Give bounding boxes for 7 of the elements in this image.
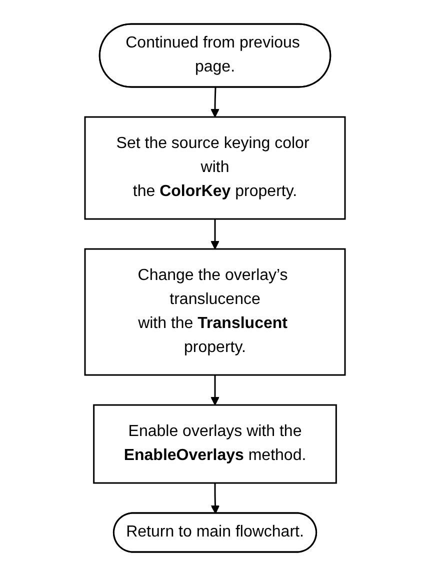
node-box: Change the overlay’s translucence with the Translucent property. <box>84 248 346 376</box>
arrow <box>210 482 220 514</box>
node-box: Enable overlays with the EnableOverlays method. <box>93 404 337 484</box>
arrow <box>210 374 220 405</box>
arrow <box>210 218 220 249</box>
node-box: Set the source keying color with the ColorKey property. <box>84 116 346 220</box>
arrow <box>210 86 220 117</box>
